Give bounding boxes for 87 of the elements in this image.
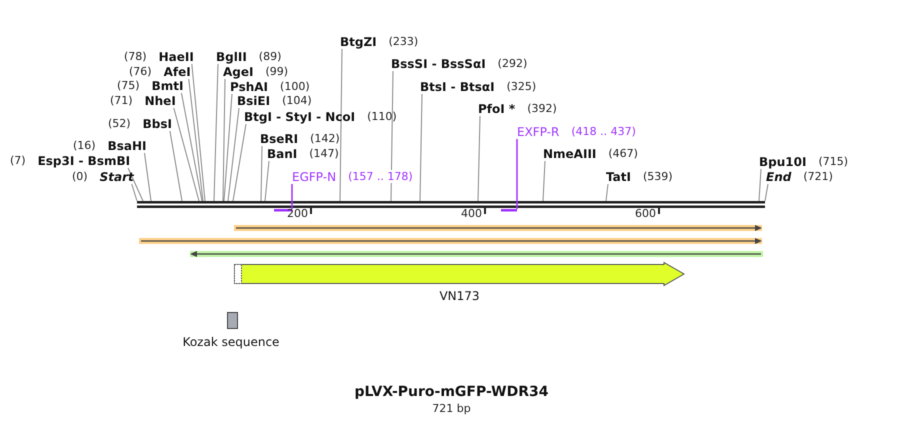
leader-line xyxy=(214,64,218,202)
site-position: (233) xyxy=(388,35,418,48)
site-position: (16) xyxy=(73,139,96,152)
leader-line xyxy=(420,94,422,202)
site-name: BssSI - BssSαI xyxy=(391,56,486,70)
primer-mark xyxy=(501,209,517,212)
leader-line xyxy=(224,94,232,202)
site-name: Start xyxy=(100,170,134,184)
leader-line xyxy=(340,48,342,202)
feature-track xyxy=(190,251,763,257)
leader-line xyxy=(232,124,246,202)
primer-name: EGFP-N xyxy=(292,170,336,184)
sequence-length: 721 bp xyxy=(431,402,472,415)
leader-line xyxy=(478,116,480,202)
site-position: (539) xyxy=(642,170,673,183)
site-position: (7) xyxy=(10,154,26,167)
site-name: BbsI xyxy=(142,116,172,130)
site-name: BsaHI xyxy=(108,138,146,152)
leader-line xyxy=(390,70,394,202)
site-name: AgeI xyxy=(223,64,254,78)
primer-name: EXFP-R xyxy=(517,124,560,138)
site-position: (75) xyxy=(117,79,140,92)
scale-number: 200 xyxy=(287,207,308,220)
leader-line xyxy=(758,168,762,202)
site-name: PfoI * xyxy=(478,102,516,116)
leader-line xyxy=(291,184,293,209)
site-name: End xyxy=(766,170,792,184)
site-position: (467) xyxy=(608,147,638,160)
feature-track xyxy=(139,238,762,244)
leader-line xyxy=(144,152,152,202)
feature-label: VN173 xyxy=(438,289,481,303)
feature-label: Kozak sequence xyxy=(182,335,280,349)
leader-line xyxy=(191,64,206,202)
site-name: BtgI - StyI - NcoI xyxy=(244,110,356,124)
site-position: (76) xyxy=(129,65,152,78)
map-title: pLVX-Puro-mGFP-WDR34 xyxy=(353,384,550,400)
site-name: BsiEI xyxy=(237,94,270,108)
site-position: (71) xyxy=(110,94,133,107)
primer-range: (418 .. 437) xyxy=(571,125,636,138)
site-name: BseRI xyxy=(260,132,298,146)
leader-line xyxy=(169,130,182,202)
leader-line xyxy=(606,184,608,202)
site-name: BtgZI xyxy=(340,34,377,48)
site-position: (142) xyxy=(310,132,340,145)
site-position: (89) xyxy=(258,50,282,63)
site-name: BtsI - BtsαI xyxy=(420,80,495,94)
site-position: (147) xyxy=(309,147,339,160)
leader-line xyxy=(542,160,546,202)
leader-line xyxy=(188,78,204,202)
site-name: BglII xyxy=(216,50,247,64)
site-position: (104) xyxy=(282,94,312,107)
leader-line xyxy=(131,184,138,202)
leader-line xyxy=(764,184,768,202)
leader-line xyxy=(264,160,270,202)
site-position: (325) xyxy=(506,80,536,93)
site-name: BmtI xyxy=(152,78,184,92)
scale-number: 600 xyxy=(635,207,656,220)
site-name: Esp3I - BsmBI xyxy=(38,154,130,168)
leader-line xyxy=(173,108,200,202)
site-name: Bpu10I xyxy=(759,154,806,168)
site-name: HaeII xyxy=(158,50,194,64)
site-position: (392) xyxy=(527,102,557,115)
leader-line xyxy=(128,168,144,202)
site-position: (292) xyxy=(498,57,528,70)
leader-line xyxy=(180,92,202,202)
feature-track xyxy=(234,225,762,231)
site-position: (100) xyxy=(280,80,310,93)
site-position: (78) xyxy=(124,50,147,63)
site-position: (110) xyxy=(367,110,397,123)
site-name: NmeAIII xyxy=(543,146,596,160)
site-name: NheI xyxy=(144,94,176,108)
leader-line xyxy=(222,78,226,202)
scale-number: 400 xyxy=(461,207,482,220)
leader-line xyxy=(516,139,518,209)
leader-line xyxy=(260,146,262,202)
primer-range: (157 .. 178) xyxy=(348,170,413,183)
site-name: AfeI xyxy=(164,64,191,78)
leader-line xyxy=(228,108,240,202)
site-name: PshAI xyxy=(230,80,268,94)
site-position: (715) xyxy=(818,155,848,168)
site-position: (99) xyxy=(265,65,288,78)
site-position: (721) xyxy=(803,170,833,183)
site-name: TatI xyxy=(606,170,631,184)
sequence-backbone xyxy=(137,201,765,208)
site-position: (0) xyxy=(72,170,88,183)
site-position: (52) xyxy=(108,117,131,130)
site-name: BanI xyxy=(267,146,298,160)
